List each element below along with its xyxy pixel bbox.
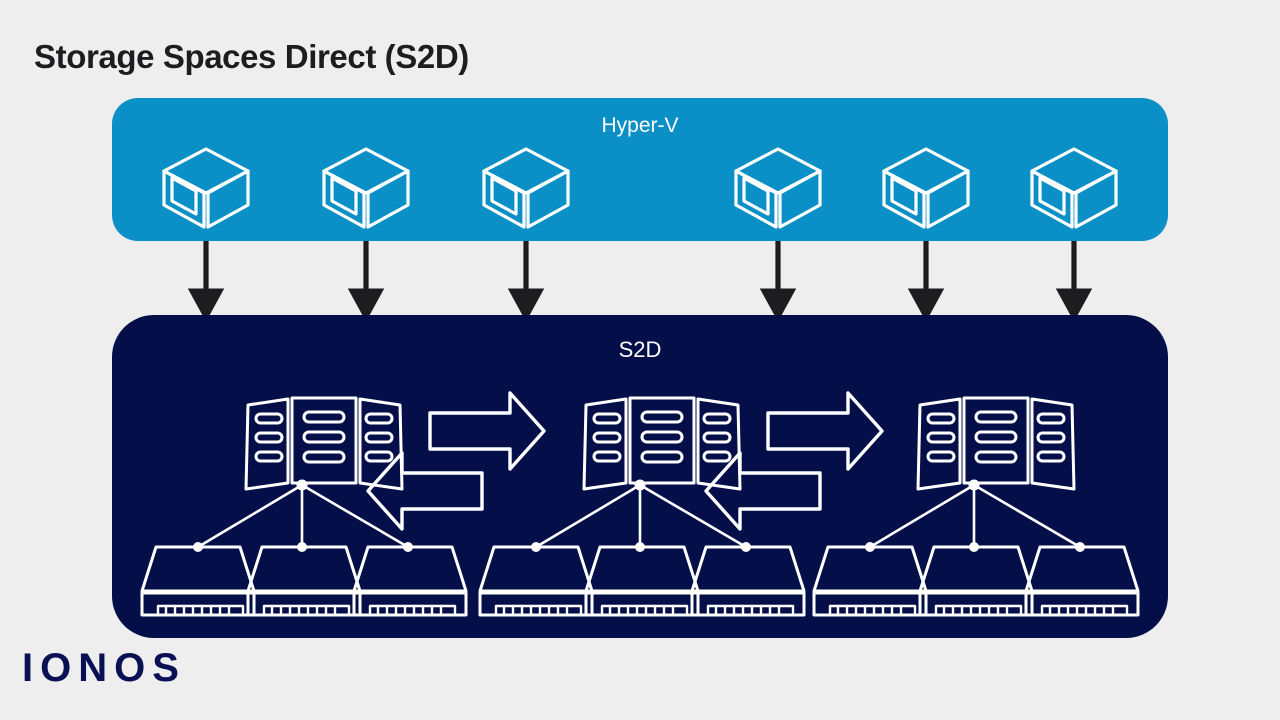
cube-icon xyxy=(732,145,824,231)
s2d-layer-panel: S2D xyxy=(112,315,1168,638)
drive-connector-teeth xyxy=(600,604,689,617)
s2d-layer-label: S2D xyxy=(618,337,662,362)
hyperv-layer-label: Hyper-V xyxy=(601,114,679,137)
server-rack-icon xyxy=(244,396,404,491)
drive-connector-teeth xyxy=(368,604,457,617)
arrow-down-icon-group xyxy=(187,241,1093,322)
rack-drive-connectors-2 xyxy=(534,483,748,549)
cube-icon-glyph xyxy=(162,147,250,229)
cube-icon xyxy=(320,145,412,231)
rack-cluster-2 xyxy=(478,396,806,617)
storage-drive-icon xyxy=(478,545,594,617)
rack-unit-pills xyxy=(926,410,1066,464)
drive-connector-teeth xyxy=(156,604,245,617)
rack-cluster-3 xyxy=(812,396,1140,617)
server-rack-icon xyxy=(582,396,742,491)
connector-hub-dot xyxy=(634,479,646,491)
page-title: Storage Spaces Direct (S2D) xyxy=(34,38,469,75)
storage-drive-icon xyxy=(352,545,468,617)
drive-connector-teeth xyxy=(934,604,1023,617)
cube-icon-glyph xyxy=(322,147,410,229)
hyperv-layer-panel: Hyper-V xyxy=(112,98,1168,241)
rack-cluster-1 xyxy=(140,396,468,617)
rack-drive-connectors-3 xyxy=(868,483,1082,549)
drive-connector-teeth xyxy=(494,604,583,617)
cube-icon-glyph xyxy=(734,147,822,229)
bidirectional-exchange-arrows-icon xyxy=(366,391,546,531)
bidirectional-exchange-arrows-icon xyxy=(704,391,884,531)
storage-drive-icon xyxy=(1024,545,1140,617)
rack-unit-pills xyxy=(592,410,732,464)
ionos-logo: IONOS xyxy=(22,646,186,690)
storage-drive-icon xyxy=(140,545,256,617)
drive-connector-teeth xyxy=(262,604,351,617)
server-rack-icon xyxy=(916,396,1076,491)
rack-unit-pills xyxy=(254,410,394,464)
cube-icon-glyph xyxy=(882,147,970,229)
connector-hub-dot xyxy=(968,479,980,491)
cube-icon xyxy=(880,145,972,231)
cube-icon-glyph xyxy=(482,147,570,229)
storage-drive-icon xyxy=(584,545,700,617)
rack-drive-connectors-1 xyxy=(196,483,410,549)
drive-connector-teeth xyxy=(828,604,917,617)
cube-icon xyxy=(480,145,572,231)
storage-drive-icon xyxy=(690,545,806,617)
cube-icon xyxy=(1028,145,1120,231)
cube-icon-glyph xyxy=(1030,147,1118,229)
storage-drive-icon xyxy=(812,545,928,617)
connector-hub-dot xyxy=(296,479,308,491)
storage-drive-icon xyxy=(246,545,362,617)
drive-connector-teeth xyxy=(706,604,795,617)
s2d-layer-graphics xyxy=(140,391,1140,617)
storage-drive-icon xyxy=(918,545,1034,617)
hyperv-node-row xyxy=(112,98,1168,241)
cube-icon xyxy=(160,145,252,231)
drive-connector-teeth xyxy=(1040,604,1129,617)
